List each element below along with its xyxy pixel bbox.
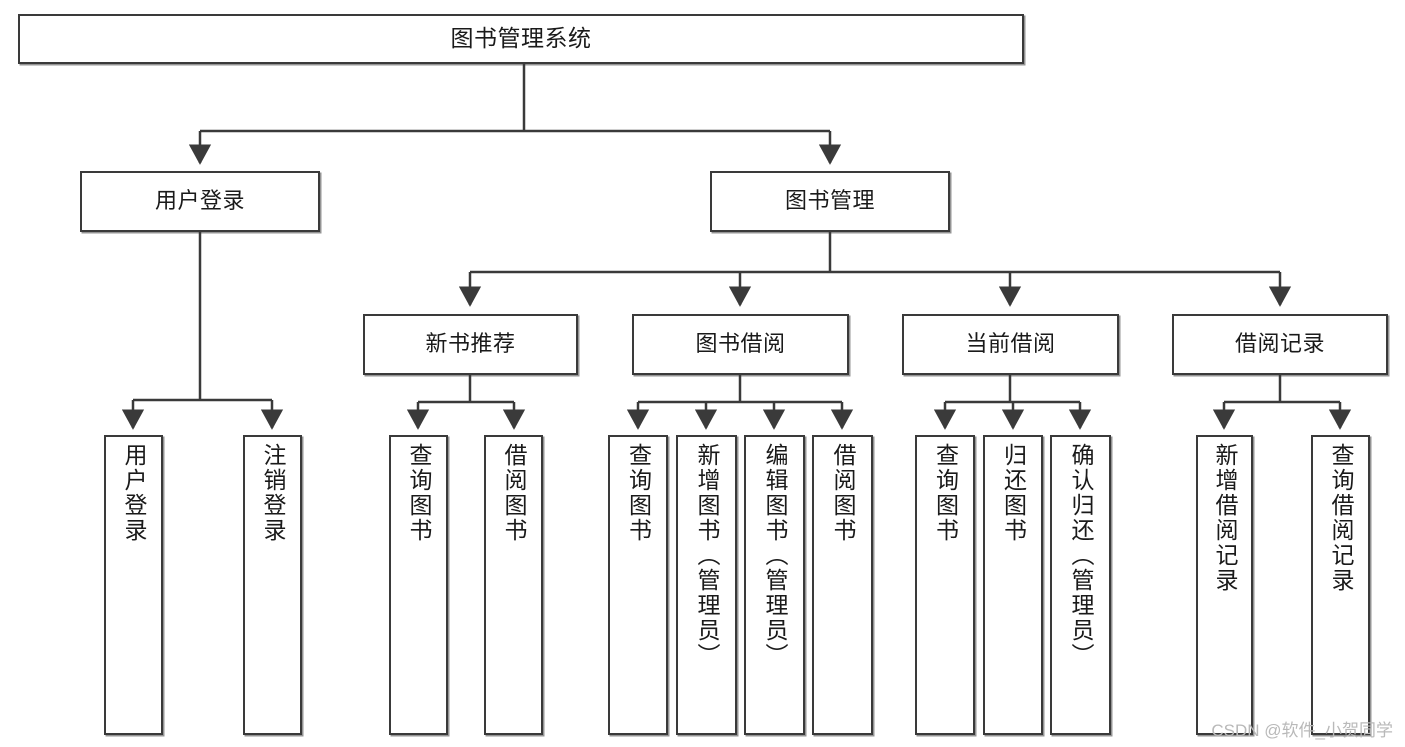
leaf-user-login[interactable]: 用户登录 [104,435,163,735]
leaf-add-borrow-record[interactable]: 新增借阅记录 [1196,435,1253,735]
node-current-borrow[interactable]: 当前借阅 [902,314,1119,375]
node-label: 图书管理 [784,188,875,214]
leaf-edit-book-admin[interactable]: 编辑图书（管理员） [744,435,805,735]
node-new-book-recommend[interactable]: 新书推荐 [363,314,578,375]
leaf-query-book-newbook[interactable]: 查询图书 [389,435,448,735]
node-label: 查询图书 [406,443,432,543]
node-label: 借阅图书 [501,443,527,543]
node-label: 注销登录 [260,443,286,543]
leaf-borrow-book-newbook[interactable]: 借阅图书 [484,435,543,735]
node-label: 归还图书 [1000,443,1027,543]
node-label: 查询图书 [932,443,959,543]
node-book-borrow[interactable]: 图书借阅 [632,314,849,375]
node-label: 图书借阅 [695,331,786,357]
leaf-add-book-admin[interactable]: 新增图书（管理员） [676,435,737,735]
node-borrow-record[interactable]: 借阅记录 [1172,314,1388,375]
node-book-management[interactable]: 图书管理 [710,171,950,232]
node-label: 借阅记录 [1234,331,1325,357]
node-label: 查询图书 [625,443,652,543]
leaf-return-book[interactable]: 归还图书 [983,435,1043,735]
node-label: 编辑图书（管理员） [762,443,788,668]
node-label: 借阅图书 [830,443,856,543]
csdn-watermark: CSDN @软件_小贺同学 [1211,721,1393,740]
leaf-confirm-return-admin[interactable]: 确认归还（管理员） [1050,435,1111,735]
leaf-query-borrow-record[interactable]: 查询借阅记录 [1311,435,1370,735]
leaf-query-book-current[interactable]: 查询图书 [915,435,975,735]
node-label: 用户登录 [121,443,147,543]
node-label: 图书管理系统 [450,25,592,52]
leaf-borrow-book[interactable]: 借阅图书 [812,435,873,735]
node-root-system[interactable]: 图书管理系统 [18,14,1024,64]
node-label: 新增借阅记录 [1212,443,1238,593]
node-label: 新书推荐 [425,331,516,357]
node-label: 确认归还（管理员） [1068,443,1094,668]
node-label: 当前借阅 [965,331,1056,357]
leaf-logout[interactable]: 注销登录 [243,435,302,735]
node-label: 新增图书（管理员） [694,443,720,668]
leaf-query-book-borrow[interactable]: 查询图书 [608,435,668,735]
node-label: 查询借阅记录 [1328,443,1354,593]
node-label: 用户登录 [154,188,245,214]
node-user-login[interactable]: 用户登录 [80,171,320,232]
